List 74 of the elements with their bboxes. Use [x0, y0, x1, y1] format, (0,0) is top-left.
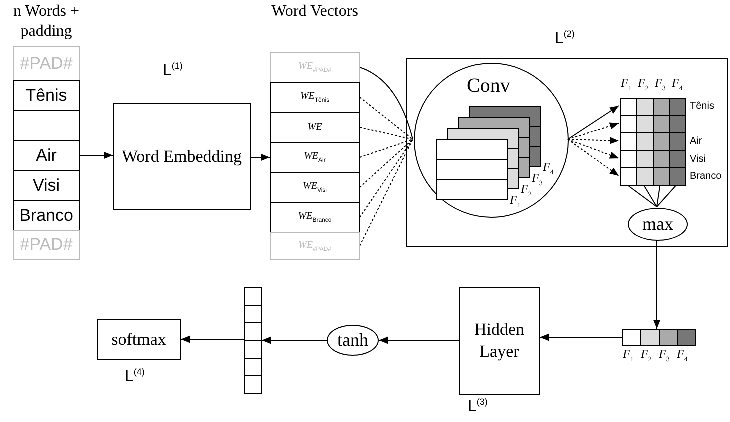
arrow: [568, 106, 620, 140]
filter-label: F$_{4}$: [543, 161, 554, 176]
arrow: [568, 122, 620, 140]
column-heading: Word Vectors: [270, 2, 360, 22]
arrow: [568, 139, 620, 159]
connector-line: [360, 139, 414, 158]
padding-vector-cell: WE$_{#PAD#}$: [270, 232, 360, 260]
filter-label: F$_{3}$: [659, 348, 670, 364]
layer-name: Conv: [467, 76, 510, 96]
filter-label: F$_{2}$: [641, 348, 652, 364]
feature-map-row: [620, 151, 686, 168]
word-cell: Visi: [13, 170, 80, 201]
connector-line: [360, 97, 414, 140]
column-heading: n Words + padding: [12, 2, 81, 42]
feature-map-row: [620, 98, 686, 116]
row-label: Branco: [690, 172, 722, 182]
connector-line: [643, 184, 658, 208]
convolution-circle: [414, 63, 569, 218]
arrow: [262, 336, 328, 344]
word-vector-cell: WE$_{Visi}$: [270, 172, 360, 203]
word-cell: [13, 110, 80, 141]
function-ellipse: max: [628, 208, 688, 241]
connector-line: [360, 67, 414, 140]
word-vector-cell: WE$_{Air}$: [270, 142, 360, 173]
connector-line: [360, 127, 414, 140]
row-label: Tênis: [690, 102, 714, 112]
padding-cell: #PAD#: [13, 46, 80, 81]
connector-line: [656, 184, 678, 208]
output-vector: [244, 287, 262, 394]
word-cell: Air: [13, 140, 80, 171]
pooled-vector: [622, 329, 696, 346]
arrow: [653, 240, 661, 330]
feature-map-row: [620, 116, 686, 133]
layer-box: softmax: [97, 319, 181, 360]
filter-label: F$_{2}$: [638, 77, 649, 92]
connector-line: [656, 184, 661, 208]
filter-label: F$_{1}$: [621, 77, 632, 92]
filter-label: F$_{3}$: [655, 77, 666, 92]
word-cell: Tênis: [13, 80, 80, 111]
layer-label: L$^{(3)}$: [468, 398, 488, 416]
layer-box: Hidden Layer: [459, 287, 540, 395]
filter-label: F$_{1}$: [510, 194, 521, 210]
arrow: [540, 334, 622, 342]
function-ellipse: tanh: [327, 325, 379, 356]
word-cell: Branco: [13, 200, 80, 231]
arrow: [80, 152, 114, 160]
word-vector-cell: WE: [270, 112, 360, 143]
word-vector-cell: WE$_{Tênis}$: [270, 82, 360, 113]
arrow: [378, 336, 460, 344]
padding-vector-cell: WE$_{#PAD#}$: [270, 52, 360, 83]
feature-map-row: [620, 133, 686, 151]
connector-line: [360, 139, 414, 188]
feature-map-row: [620, 168, 686, 186]
filter-label: F$_{3}$: [532, 172, 543, 188]
filter-label: F$_{1}$: [623, 348, 634, 364]
convolution-layer-panel: [406, 58, 728, 247]
connector-line: [360, 139, 414, 246]
layer-label: L$^{(2)}$: [555, 30, 575, 48]
filter-label: F$_{4}$: [677, 348, 688, 364]
filter-label: F$_{2}$: [521, 183, 532, 198]
row-label: Visi: [690, 154, 706, 164]
arrow: [250, 154, 270, 162]
padding-cell: #PAD#: [13, 230, 80, 260]
layer-label: L$^{(1)}$: [163, 62, 183, 80]
connector-line: [360, 139, 414, 218]
layer-label: L$^{(4)}$: [125, 368, 145, 386]
layer-box: Word Embedding: [113, 103, 251, 210]
arrow: [568, 139, 620, 176]
connector-line: [626, 184, 658, 208]
row-label: Air: [690, 137, 702, 147]
word-vector-cell: WE$_{Branco}$: [270, 202, 360, 233]
filter-label: F$_{4}$: [672, 77, 683, 92]
arrow: [180, 336, 244, 344]
arrow: [568, 137, 620, 144]
